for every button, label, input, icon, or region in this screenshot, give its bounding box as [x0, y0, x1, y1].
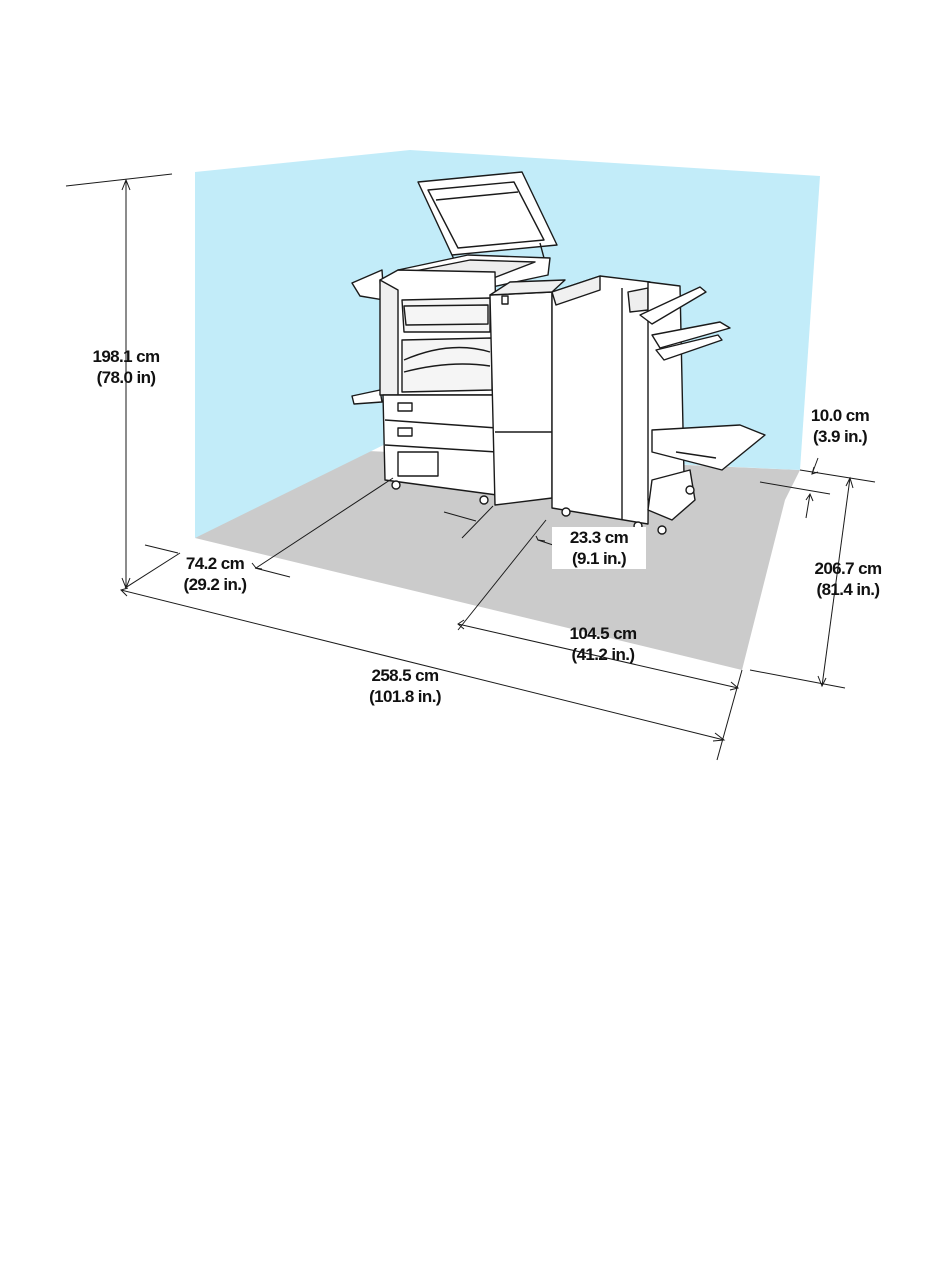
side-gap-label: 23.3 cm (9.1 in.) [552, 527, 646, 569]
rear-clearance-metric: 10.0 cm [792, 405, 888, 426]
total-width-metric: 258.5 cm [345, 665, 465, 686]
rear-clearance-imperial: (3.9 in.) [792, 426, 888, 447]
total-width-imperial: (101.8 in.) [345, 686, 465, 707]
total-width-label: 258.5 cm (101.8 in.) [345, 665, 465, 707]
paper-trays [383, 395, 497, 495]
total-depth-metric: 206.7 cm [796, 558, 900, 579]
front-clearance-metric: 74.2 cm [160, 553, 270, 574]
finisher-width-metric: 104.5 cm [552, 623, 654, 644]
front-clearance-imperial: (29.2 in.) [160, 574, 270, 595]
height-label: 198.1 cm (78.0 in) [66, 346, 186, 388]
side-gap-imperial: (9.1 in.) [552, 548, 646, 569]
front-clearance-label: 74.2 cm (29.2 in.) [160, 553, 270, 595]
height-metric: 198.1 cm [66, 346, 186, 367]
rear-clearance-label: 10.0 cm (3.9 in.) [792, 405, 888, 447]
total-depth-label: 206.7 cm (81.4 in.) [796, 558, 900, 600]
height-imperial: (78.0 in) [66, 367, 186, 388]
finisher [552, 276, 650, 524]
side-gap-metric: 23.3 cm [552, 527, 646, 548]
interface-module [490, 292, 552, 505]
total-depth-imperial: (81.4 in.) [796, 579, 900, 600]
finisher-width-label: 104.5 cm (41.2 in.) [552, 623, 654, 665]
finisher-width-imperial: (41.2 in.) [552, 644, 654, 665]
